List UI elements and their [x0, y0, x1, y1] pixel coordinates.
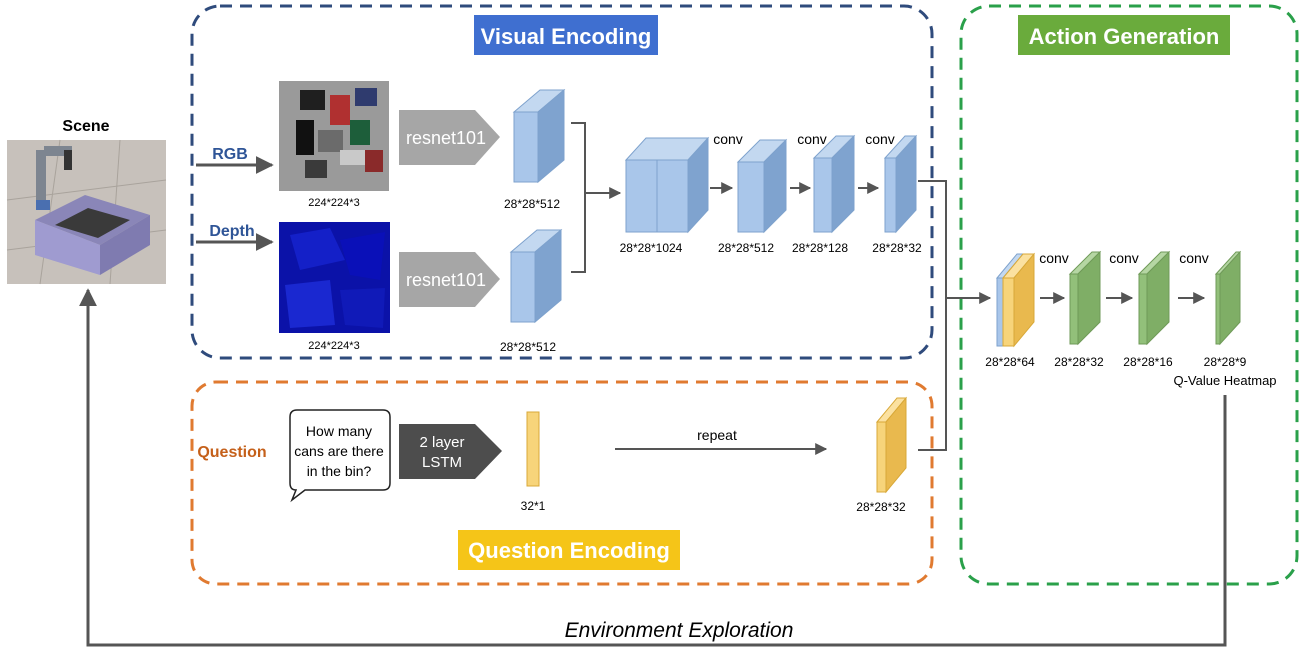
fused-feature-block	[995, 252, 1036, 348]
feature-top-dim: 28*28*512	[504, 197, 560, 211]
environment-loop-arrow	[79, 288, 1227, 647]
a-conv3-label: conv	[1179, 250, 1209, 266]
question-vector-dim: 32*1	[521, 499, 546, 513]
fusion-bracket	[918, 180, 947, 451]
lstm-line-2: LSTM	[422, 454, 462, 471]
action-generation-region	[959, 4, 1299, 586]
lstm-block: 2 layer LSTM	[399, 424, 502, 479]
a-conv2-block	[1137, 250, 1171, 346]
question-line-2: cans are there	[294, 443, 384, 459]
question-label: Question	[197, 444, 266, 461]
v-conv3-dim: 28*28*32	[872, 241, 922, 255]
question-line-3: in the bin?	[307, 463, 372, 479]
question-line-1: How many	[306, 423, 372, 439]
resnet-bottom-block: resnet101	[399, 252, 500, 307]
action-generation-title-badge: Action Generation	[1018, 15, 1230, 55]
depth-dim: 224*224*3	[308, 340, 359, 352]
depth-label: Depth	[209, 223, 254, 240]
question-encoding-region	[190, 380, 934, 586]
merge-bracket	[571, 122, 586, 273]
question-vector-block	[526, 411, 540, 487]
depth-image	[279, 222, 390, 333]
action-generation-title: Action Generation	[1029, 24, 1220, 49]
v-conv2-dim: 28*28*128	[792, 241, 848, 255]
a-conv1-block	[1068, 250, 1102, 346]
rgb-image	[279, 81, 389, 191]
a-conv1-dim: 28*28*32	[1054, 355, 1104, 369]
v-conv1-dim: 28*28*512	[718, 241, 774, 255]
q-value-heatmap-label: Q-Value Heatmap	[1173, 373, 1276, 388]
a-conv2-dim: 28*28*16	[1123, 355, 1173, 369]
concat-dim: 28*28*1024	[620, 241, 683, 255]
a-conv1-label: conv	[1039, 250, 1069, 266]
v-conv2-label: conv	[797, 131, 827, 147]
resnet-top-label: resnet101	[406, 128, 486, 148]
v-conv3-block	[883, 134, 918, 234]
v-conv2-block	[812, 134, 856, 234]
concat-block	[624, 136, 710, 234]
feature-bottom-block	[509, 228, 563, 324]
question-speech-bubble: How many cans are there in the bin?	[289, 409, 391, 503]
visual-encoding-title: Visual Encoding	[481, 24, 652, 49]
question-encoding-title-badge: Question Encoding	[458, 530, 680, 570]
visual-encoding-title-badge: Visual Encoding	[474, 15, 658, 55]
v-conv1-label: conv	[713, 131, 743, 147]
scene-title: Scene	[62, 118, 109, 135]
resnet-top-block: resnet101	[399, 110, 500, 165]
feature-bottom-dim: 28*28*512	[500, 340, 556, 354]
v-conv1-block	[736, 138, 788, 234]
repeat-label: repeat	[697, 427, 737, 443]
scene-image	[6, 139, 167, 285]
a-conv3-dim: 28*28*9	[1204, 355, 1247, 369]
feature-top-block	[512, 88, 566, 184]
rgb-label: RGB	[212, 146, 248, 163]
rgb-dim: 224*224*3	[308, 197, 359, 209]
resnet-bottom-label: resnet101	[406, 270, 486, 290]
environment-exploration-label: Environment Exploration	[565, 619, 794, 642]
fused-dim: 28*28*64	[985, 355, 1035, 369]
a-conv2-label: conv	[1109, 250, 1139, 266]
lstm-line-1: 2 layer	[419, 434, 464, 451]
q-value-heatmap-block	[1214, 250, 1242, 346]
repeated-question-block	[875, 396, 908, 494]
visual-encoding-region	[190, 4, 934, 360]
repeated-question-dim: 28*28*32	[856, 500, 906, 514]
question-encoding-title: Question Encoding	[468, 538, 670, 563]
v-conv3-label: conv	[865, 131, 895, 147]
